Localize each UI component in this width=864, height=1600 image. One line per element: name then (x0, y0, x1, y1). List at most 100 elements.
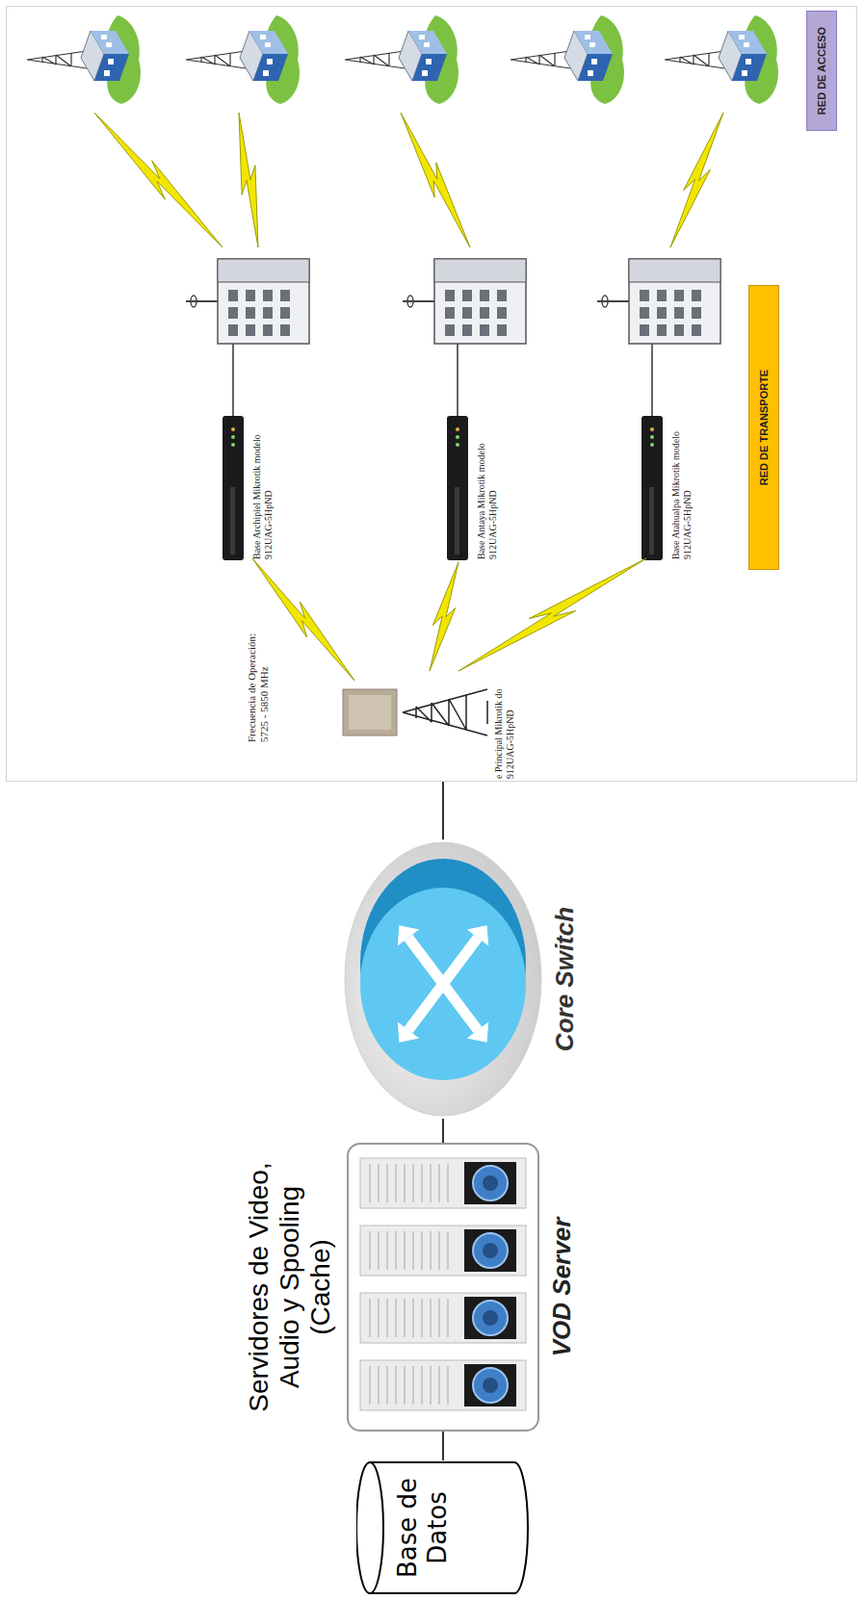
server-rack (429, 1164, 432, 1204)
server-rack (464, 1162, 517, 1205)
core-switch: Core Switch (341, 839, 580, 1120)
device-label: e Principal Mikrotik do 912UAG-5HpND (493, 687, 516, 780)
server-rack (386, 1164, 389, 1204)
antenna-photo (342, 689, 397, 736)
switch-icon (443, 938, 478, 985)
panel-art (641, 416, 663, 561)
radio-link-bolts (94, 112, 724, 681)
server-rack (346, 1143, 540, 1433)
network-band: RED DE TRANSPORTE (748, 285, 780, 571)
device-label: Base Antaya Mikrotik modelo 912UAG-5HpND (475, 415, 498, 560)
panel-art (510, 15, 625, 105)
server-rack (472, 1368, 508, 1404)
server-rack (368, 1164, 371, 1204)
cylinder-outline (369, 1463, 384, 1595)
group-heading: Servidores de Video, Audio y Spooling (C… (243, 1143, 338, 1433)
server-label: VOD Server (547, 1143, 577, 1433)
main-tower (402, 689, 488, 736)
switch-icon (408, 938, 444, 985)
server-rack (386, 1299, 389, 1338)
device-label: Base Archipiel Mikrotik modelo 912UAG-5H… (251, 415, 274, 560)
radio-link-bolt (94, 112, 223, 248)
switch-label: Core Switch (549, 839, 580, 1120)
server-rack (472, 1233, 508, 1269)
connector-line (442, 782, 445, 840)
panel-art (664, 15, 779, 105)
server-rack (438, 1299, 441, 1338)
server-rack (446, 1366, 449, 1406)
connector-line (442, 1119, 445, 1144)
server-rack (403, 1299, 406, 1338)
switch-icon (397, 925, 419, 946)
panel-art (185, 15, 300, 105)
radio-link-bolt (252, 558, 355, 681)
connector-line (442, 1432, 445, 1462)
server-rack (412, 1366, 415, 1406)
database-label: Base de Datos (392, 1466, 453, 1591)
router-link (233, 343, 653, 417)
server-rack (386, 1366, 389, 1406)
server-rack (464, 1364, 517, 1408)
server-rack (403, 1231, 406, 1271)
server-rack (464, 1297, 517, 1340)
radio-link-bolt (429, 562, 459, 672)
switch-icon (341, 839, 545, 1120)
network-panel: Frecuencia de Operación: 5725 - 5850 MHz… (5, 5, 858, 783)
server-rack (377, 1299, 380, 1338)
server-rack (368, 1231, 371, 1271)
server-rack (472, 1301, 508, 1336)
panel-art (222, 416, 244, 561)
server-rack (438, 1366, 441, 1406)
server-rack (482, 1176, 498, 1192)
cylinder-outline (356, 1463, 528, 1595)
server-rack (446, 1299, 449, 1338)
server-rack (482, 1243, 498, 1259)
server-rack (420, 1366, 423, 1406)
radio-link-bolt (400, 112, 471, 248)
main-tower (402, 689, 488, 736)
server-rack (386, 1231, 389, 1271)
device-label: Base Atahualpa Mikrotik modelo 912UAG-5H… (670, 415, 693, 560)
radio-link-bolt (238, 112, 259, 248)
switch-icon (397, 1022, 419, 1044)
server-rack (464, 1230, 517, 1273)
radio-link-bolt (670, 112, 724, 248)
router-link (232, 343, 235, 417)
server-rack (482, 1378, 498, 1394)
server-rack (412, 1299, 415, 1338)
panel-art (26, 15, 141, 105)
server-rack (438, 1231, 441, 1271)
switch-icon (360, 888, 526, 1081)
server-rack (429, 1299, 432, 1338)
server-group: Servidores de Video, Audio y Spooling (C… (243, 1143, 577, 1433)
antenna-photo (348, 695, 392, 731)
server-rack (394, 1299, 397, 1338)
server-rack (429, 1366, 432, 1406)
router-link (651, 343, 654, 417)
database-cylinder: Base de Datos (356, 1461, 530, 1597)
server-rack (420, 1299, 423, 1338)
server-rack (403, 1366, 406, 1406)
server-rack (446, 1231, 449, 1271)
cylinder-label-wrap: Base de Datos (356, 1461, 472, 1597)
server-rack (420, 1164, 423, 1204)
network-band: RED DE ACCESO (806, 10, 838, 131)
server-rack (420, 1231, 423, 1271)
server-rack (412, 1164, 415, 1204)
server-rack (394, 1164, 397, 1204)
server-rack (438, 1164, 441, 1204)
switch-icon (467, 925, 489, 946)
server-rack (360, 1226, 526, 1277)
server-rack (377, 1366, 380, 1406)
server-rack (446, 1164, 449, 1204)
panel-art (402, 259, 526, 344)
panel-art (597, 259, 721, 344)
switch-icon (341, 839, 545, 1120)
device-label: Frecuencia de Operación: 5725 - 5850 MHz (245, 617, 270, 743)
server-rack (377, 1231, 380, 1271)
server-rack (360, 1293, 526, 1344)
switch-icon (344, 842, 542, 1117)
switch-icon (408, 984, 444, 1031)
server-rack (412, 1231, 415, 1271)
